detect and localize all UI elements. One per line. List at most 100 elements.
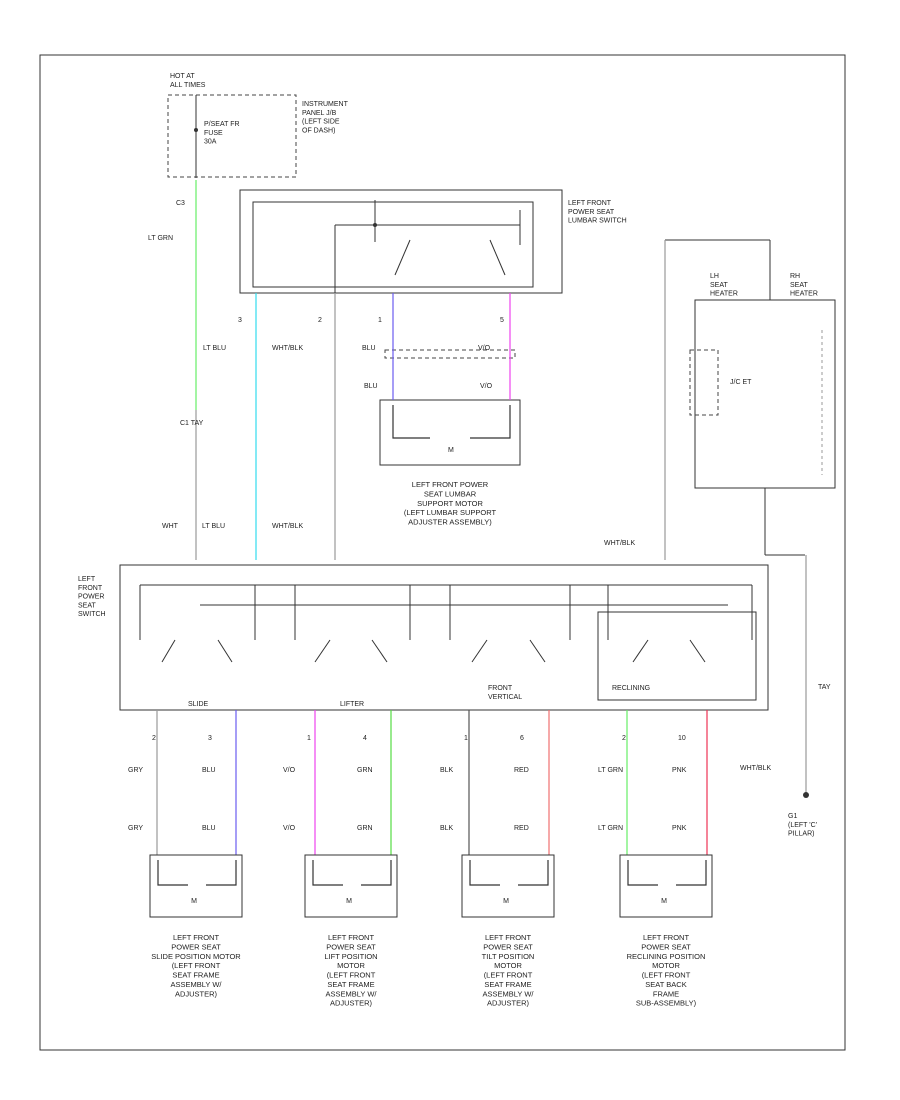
motor-wire	[469, 860, 500, 886]
motor-wire-label: GRN	[357, 825, 373, 832]
svg-text:3: 3	[238, 317, 242, 324]
motor-letter: M	[191, 898, 197, 905]
motor-pin-label: 10	[678, 735, 686, 742]
motor-wire	[361, 860, 392, 886]
svg-text:WHT: WHT	[162, 523, 179, 530]
motor-box	[149, 854, 243, 918]
motor-letter: M	[503, 898, 509, 905]
svg-text:WHT/BLK: WHT/BLK	[272, 345, 303, 352]
motor-pin-label: 2	[622, 735, 626, 742]
switch-group-reclining: RECLINING	[597, 611, 757, 701]
svg-text:5: 5	[500, 317, 504, 324]
motor-box	[619, 854, 713, 918]
svg-text:RECLINING: RECLINING	[612, 685, 650, 692]
jcet-label: J/C ET	[730, 379, 752, 386]
main-switch-box	[119, 564, 769, 711]
motor-wire-label: V/O	[283, 825, 296, 832]
motor-wire	[157, 860, 188, 886]
diagram-frame	[39, 54, 846, 1051]
svg-text:WHT/BLK: WHT/BLK	[604, 540, 635, 547]
lumbar-motor-letter: M	[448, 447, 454, 454]
motor-pin-label: 3	[208, 735, 212, 742]
motor-box	[461, 854, 555, 918]
motor-pin-label: 2	[152, 735, 156, 742]
motor-wire-label: V/O	[283, 767, 296, 774]
svg-text:1: 1	[378, 317, 382, 324]
heater-box	[694, 299, 836, 489]
harness-wires	[156, 180, 807, 855]
motor-wire	[627, 860, 658, 886]
motor-wire-label: RED	[514, 767, 529, 774]
motor-wire-label: GRY	[128, 767, 143, 774]
motor-pin-label: 4	[363, 735, 367, 742]
motor-wire	[676, 860, 707, 886]
fuse-dashed-box	[167, 94, 297, 178]
motor-pin-label: 6	[520, 735, 524, 742]
lumbar-switch-box	[239, 189, 563, 294]
ground-g1: G1(LEFT 'C'PILLAR)	[788, 792, 817, 838]
svg-text:2: 2	[318, 317, 322, 324]
svg-text:WHT/BLK: WHT/BLK	[272, 523, 303, 530]
motor-letter: M	[661, 898, 667, 905]
motor-wire-label: RED	[514, 825, 529, 832]
motor-box	[304, 854, 398, 918]
motor-wire-label: BLU	[202, 825, 216, 832]
motor-pin-label: 1	[307, 735, 311, 742]
svg-text:LT BLU: LT BLU	[202, 523, 225, 530]
svg-text:BLU: BLU	[364, 383, 378, 390]
motor-wire-label: BLK	[440, 767, 454, 774]
svg-text:SLIDE: SLIDE	[188, 701, 209, 708]
switch-taps	[254, 585, 609, 640]
switch-group-slide: SLIDE	[161, 639, 233, 708]
fuse-pin-label: C3	[176, 200, 185, 207]
lumbar-motor-box	[379, 399, 521, 466]
motor-pin-label: 1	[464, 735, 468, 742]
motor-wire-label: LT GRN	[598, 767, 623, 774]
wire-labels: LT GRN C1 TAY LT BLU WHT/BLK BLU V/O BLU…	[148, 235, 831, 772]
motor-wire-label: GRN	[357, 767, 373, 774]
motor-wire-label: LT GRN	[598, 825, 623, 832]
svg-text:LT BLU: LT BLU	[203, 345, 226, 352]
motor-wire	[518, 860, 549, 886]
switch-group-lifter: LIFTER	[314, 639, 388, 708]
svg-text:C1 TAY: C1 TAY	[180, 420, 204, 427]
svg-text:LIFTER: LIFTER	[340, 701, 364, 708]
motor-wire	[206, 860, 237, 886]
svg-text:LT GRN: LT GRN	[148, 235, 173, 242]
svg-text:WHT/BLK: WHT/BLK	[740, 765, 771, 772]
svg-text:V/O: V/O	[478, 345, 491, 352]
motor-wire-label: BLU	[202, 767, 216, 774]
motor-letter: M	[346, 898, 352, 905]
svg-text:BLU: BLU	[362, 345, 376, 352]
motor-wire-label: PNK	[672, 825, 687, 832]
motor-wire	[312, 860, 343, 886]
svg-text:TAY: TAY	[818, 684, 831, 691]
motor-wire-label: GRY	[128, 825, 143, 832]
motor-wire-label: PNK	[672, 767, 687, 774]
